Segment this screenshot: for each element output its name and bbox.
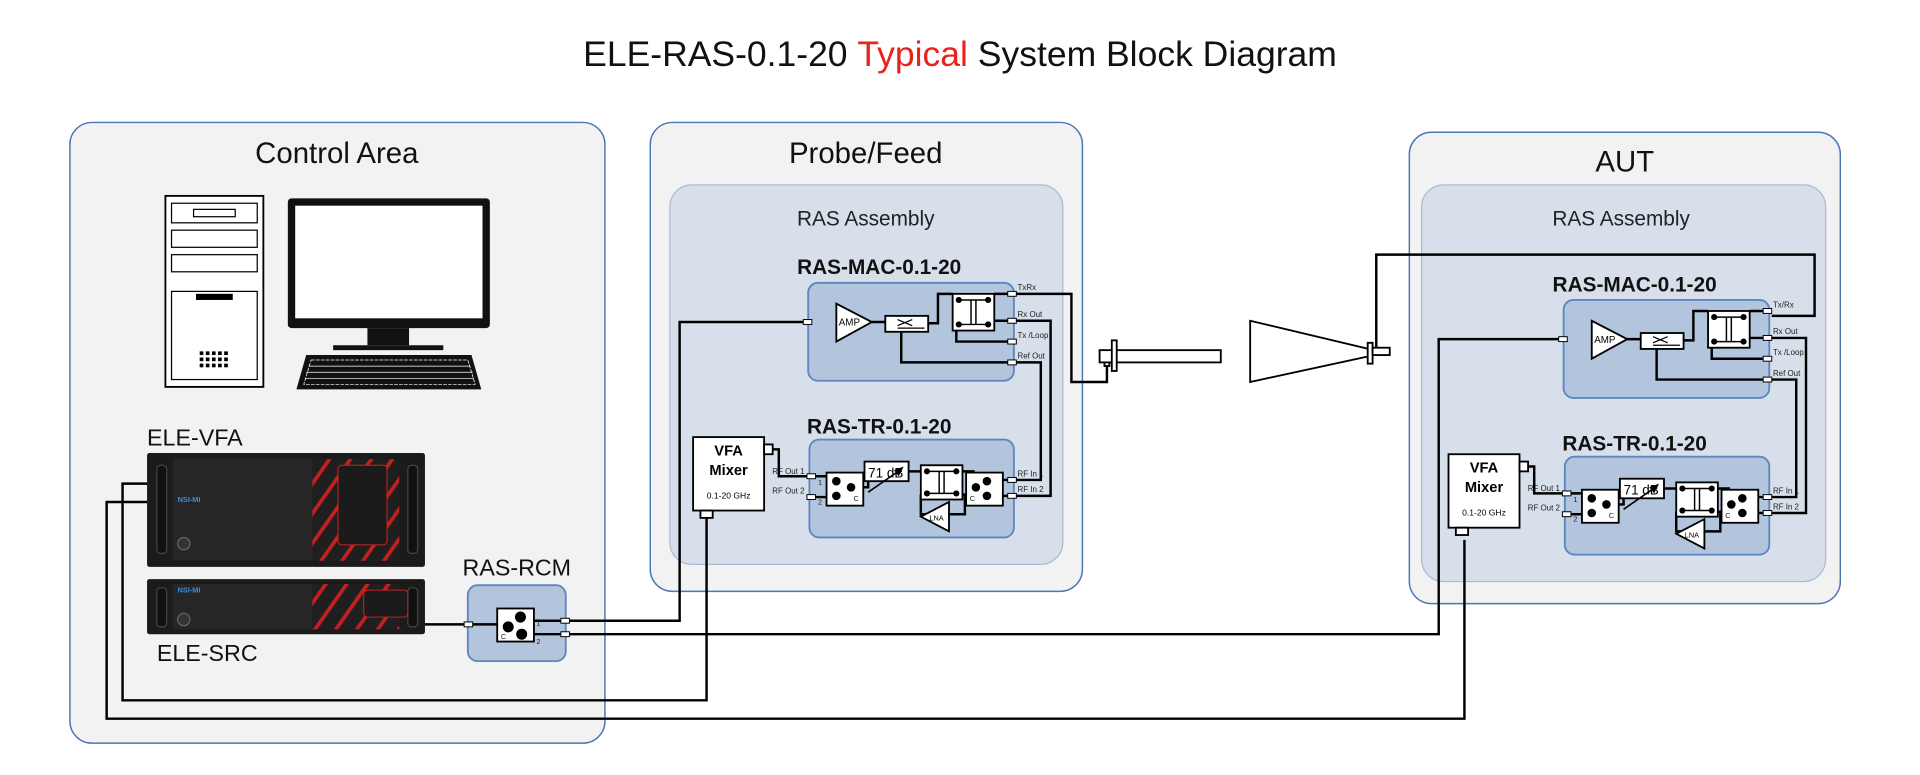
svg-text:VFA: VFA — [714, 443, 743, 459]
attenuator-icon — [1618, 477, 1665, 500]
src-label: ELE-SRC — [157, 640, 258, 666]
lna-icon — [918, 500, 950, 533]
probe-feed-title: Probe/Feed — [789, 137, 943, 170]
vfa-mixer: VFA Mixer 0.1-20 GHz — [1447, 453, 1563, 536]
port-rx-out: Rx Out — [1018, 310, 1043, 319]
assembly-label: RAS Assembly — [797, 207, 935, 230]
title-highlight: Typical — [857, 34, 968, 74]
control-area-title: Control Area — [255, 137, 419, 170]
lna-icon — [1674, 517, 1706, 551]
port-ref-out: Ref Out — [1773, 369, 1801, 378]
page-title: ELE-RAS-0.1-20 Typical System Block Diag… — [583, 34, 1337, 74]
port-rf-out2: RF Out 2 — [1528, 504, 1561, 513]
mac-label: RAS-MAC-0.1-20 — [1553, 273, 1717, 296]
port-txrx: Tx/Rx — [1773, 300, 1794, 309]
port-txrx: TxRx — [1018, 283, 1037, 292]
amp-label: AMP — [839, 318, 861, 329]
svg-text:C: C — [853, 494, 859, 503]
rf-cabling — [105, 253, 1816, 720]
svg-text:C: C — [1609, 511, 1615, 520]
tr-port-1: 1 — [1573, 495, 1577, 504]
switch-left-icon: C — [825, 471, 865, 507]
port-tx-loop: Tx /Loop — [1018, 331, 1049, 340]
probe-antenna-icon — [1098, 339, 1222, 372]
vfa-label: ELE-VFA — [147, 425, 243, 451]
monitor-icon — [287, 198, 490, 351]
port-rf-in2: RF In 2 — [1773, 502, 1800, 511]
ras-assembly-probe: RAS Assembly RAS-MAC-0.1-20 AMP TxRx Rx … — [669, 184, 1064, 566]
svg-text:VFA: VFA — [1470, 461, 1499, 477]
computer-tower-icon — [164, 194, 265, 388]
svg-text:Mixer: Mixer — [709, 463, 748, 479]
svg-text:0.1-20 GHz: 0.1-20 GHz — [1462, 507, 1506, 517]
rcm-port-2: 2 — [536, 637, 540, 646]
vfa-instrument: NSI-MI — [147, 453, 425, 567]
svg-text:Mixer: Mixer — [1465, 480, 1504, 496]
aut-title: AUT — [1595, 145, 1654, 178]
switch-right-icon: C — [965, 471, 1004, 507]
lna-label: LNA — [929, 513, 943, 522]
rcm-port-c: C — [501, 632, 507, 641]
port-rx-out: Rx Out — [1773, 327, 1798, 336]
vfa-mixer: VFA Mixer 0.1-20 GHz — [692, 436, 807, 519]
control-area: Control Area — [69, 121, 606, 744]
port-tx-loop: Tx /Loop — [1773, 348, 1804, 357]
transfer-switch-icon — [1707, 310, 1751, 349]
amp-icon — [835, 302, 874, 344]
rcm-port-1: 1 — [536, 619, 540, 628]
variable-arrow-icon — [867, 466, 904, 493]
transfer-switch-icon — [951, 292, 996, 332]
variable-arrow-icon — [1623, 483, 1660, 510]
svg-text:C: C — [970, 494, 976, 503]
attenuator-label: 71 dB — [868, 465, 903, 480]
mac-label: RAS-MAC-0.1-20 — [797, 256, 961, 279]
svg-text:C: C — [1725, 511, 1731, 520]
horn-antenna-icon — [1249, 319, 1391, 384]
attenuator-label: 71 dB — [1624, 483, 1659, 498]
tr-module — [808, 438, 1015, 539]
port-rf-in1: RF In 1 — [1018, 469, 1045, 478]
lna-label: LNA — [1685, 530, 1699, 539]
amp-label: AMP — [1594, 335, 1616, 346]
attenuator-icon — [863, 460, 910, 483]
vfa-logo: NSI-MI — [178, 495, 201, 504]
tr-port-2: 2 — [1573, 515, 1577, 524]
port-rf-out1: RF Out 1 — [1528, 484, 1561, 493]
keyboard-icon — [296, 355, 482, 390]
assembly-label: RAS Assembly — [1552, 207, 1690, 230]
port-rf-out2: RF Out 2 — [772, 486, 805, 495]
amp-icon — [1590, 319, 1630, 361]
src-instrument: NSI-MI — [147, 579, 425, 635]
rcm-label: RAS-RCM — [463, 554, 571, 580]
port-rf-in2: RF In 2 — [1018, 485, 1045, 494]
tr-port-2: 2 — [818, 497, 822, 506]
transfer-switch-tr-icon — [1675, 481, 1719, 518]
switch-right-icon: C — [1720, 488, 1760, 524]
ras-assembly-aut: RAS Assembly RAS-MAC-0.1-20 AMP Tx/Rx Rx… — [1420, 184, 1827, 583]
src-logo: NSI-MI — [178, 586, 201, 595]
switch-left-icon: C — [1581, 488, 1620, 524]
port-rf-out1: RF Out 1 — [772, 467, 805, 476]
port-ref-out: Ref Out — [1018, 352, 1046, 361]
port-rf-in1: RF In 1 — [1773, 486, 1800, 495]
tr-label: RAS-TR-0.1-20 — [807, 415, 951, 438]
svg-text:0.1-20 GHz: 0.1-20 GHz — [707, 490, 751, 500]
transfer-switch-tr-icon — [919, 464, 964, 501]
rcm-module: C 1 2 — [466, 584, 567, 663]
tr-label: RAS-TR-0.1-20 — [1562, 433, 1706, 456]
tr-port-1: 1 — [818, 478, 822, 487]
